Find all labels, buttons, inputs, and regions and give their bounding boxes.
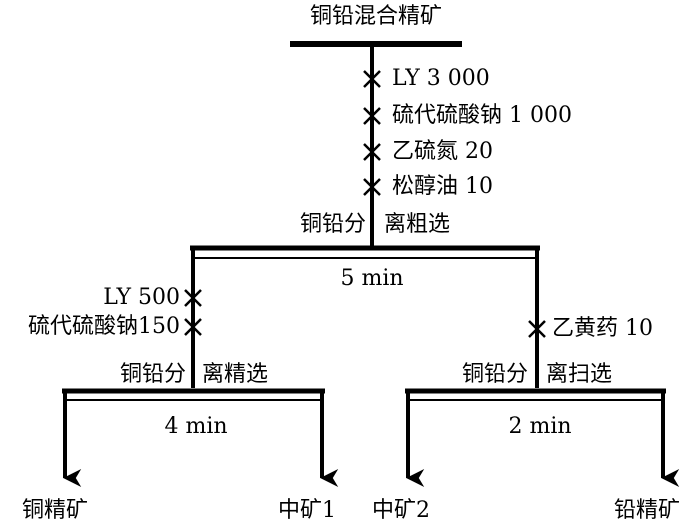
cleaner-reagent-marks [184, 289, 202, 336]
rougher-reagent-1: LY 3 000 [392, 66, 490, 91]
cleaner-middling-label: 中矿1 [278, 498, 336, 523]
rougher-reagent-marks [363, 70, 381, 196]
cleaner-time: 4 min [164, 414, 228, 439]
scavenger-middling-label: 中矿2 [372, 498, 430, 523]
cleaner-label-left: 铜铅分 [119, 362, 186, 387]
cleaner-concentrate-label: 铜精矿 [22, 498, 89, 523]
scavenger-label-left: 铜铅分 [461, 362, 528, 387]
cleaner-reagent-1: LY 500 [103, 285, 180, 310]
scavenger-label-right: 离扫选 [546, 362, 613, 387]
scavenger-concentrate-label: 铅精矿 [614, 498, 681, 523]
rougher-reagent-2: 硫代硫酸钠 1 000 [392, 103, 572, 128]
rougher-label-left: 铜铅分 [299, 212, 366, 237]
scavenger-reagent-1: 乙黄药 10 [552, 316, 653, 341]
rougher-reagent-3: 乙硫氮 20 [392, 139, 493, 164]
feed-label: 铜铅混合精矿 [309, 4, 442, 29]
scavenger-time: 2 min [508, 414, 572, 439]
cleaner-label-right: 离精选 [202, 362, 269, 387]
rougher-time: 5 min [340, 266, 404, 291]
scavenger-reagent-marks [528, 320, 546, 338]
cleaner-reagent-2: 硫代硫酸钠150 [28, 314, 180, 339]
rougher-label-right: 离粗选 [384, 212, 451, 237]
rougher-reagent-4: 松醇油 10 [392, 174, 493, 199]
